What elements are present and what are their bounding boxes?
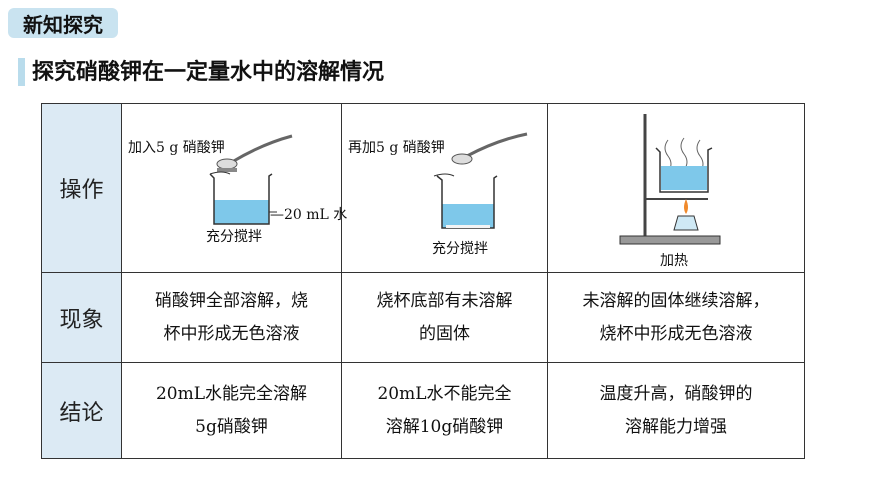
section-badge: 新知探究	[8, 8, 118, 38]
row-header-operation: 操作	[41, 103, 122, 273]
conclusion-text: 20mL水不能完全	[377, 383, 512, 404]
title-accent-bar	[18, 58, 25, 86]
operation-cell-1: 加入5 g 硝酸钾 —20 mL 水 充分搅拌	[121, 103, 347, 273]
operation-cell-2: 再加5 g 硝酸钾 充分搅拌	[341, 103, 548, 273]
stir-label-1: 充分搅拌	[206, 229, 262, 245]
experiment-table: 操作 加入5 g 硝酸钾 —20 mL 水 充分搅拌	[41, 103, 805, 459]
phenomenon-cell-3: 未溶解的固体继续溶解， 烧杯中形成无色溶液	[547, 272, 805, 363]
conclusion-cell-2: 20mL水不能完全 溶解10g硝酸钾	[341, 362, 548, 459]
conclusion-text: 溶解能力增强	[625, 416, 727, 437]
phenomenon-text: 杯中形成无色溶液	[163, 323, 300, 344]
row-header-phenomenon: 现象	[41, 272, 122, 363]
heating-apparatus-illustration	[619, 114, 721, 245]
conclusion-text: 5g硝酸钾	[195, 416, 268, 437]
row-conclusion: 结论 20mL水能完全溶解 5g硝酸钾 20mL水不能完全 溶解10g硝酸钾 温…	[41, 362, 805, 459]
phenomenon-text: 烧杯中形成无色溶液	[599, 323, 753, 344]
conclusion-text: 溶解10g硝酸钾	[385, 416, 504, 437]
add-potassium-nitrate-label: 加入5 g 硝酸钾	[128, 140, 225, 156]
stir-label-2: 充分搅拌	[432, 241, 488, 257]
operation-cell-3: 加热	[547, 103, 805, 273]
water-volume-label: —20 mL 水	[270, 207, 348, 223]
heat-label: 加热	[660, 253, 688, 269]
page-title: 探究硝酸钾在一定量水中的溶解情况	[32, 60, 385, 85]
row-header-conclusion: 结论	[41, 362, 122, 459]
row-phenomenon: 现象 硝酸钾全部溶解，烧 杯中形成无色溶液 烧杯底部有未溶解 的固体 未溶解的固…	[41, 272, 805, 363]
row-operation: 操作 加入5 g 硝酸钾 —20 mL 水 充分搅拌	[41, 103, 805, 273]
conclusion-text: 温度升高，硝酸钾的	[599, 383, 753, 404]
phenomenon-text: 烧杯底部有未溶解	[376, 290, 513, 311]
conclusion-cell-3: 温度升高，硝酸钾的 溶解能力增强	[547, 362, 805, 459]
add-more-potassium-nitrate-label: 再加5 g 硝酸钾	[348, 140, 445, 156]
phenomenon-text: 未溶解的固体继续溶解，	[582, 290, 770, 311]
conclusion-cell-1: 20mL水能完全溶解 5g硝酸钾	[121, 362, 342, 459]
beaker-spoon-illustration-2	[433, 132, 528, 229]
phenomenon-text: 的固体	[419, 323, 470, 344]
phenomenon-cell-2: 烧杯底部有未溶解 的固体	[341, 272, 548, 363]
phenomenon-text: 硝酸钾全部溶解，烧	[155, 290, 308, 311]
beaker-spoon-illustration-1	[209, 134, 293, 225]
conclusion-text: 20mL水能完全溶解	[155, 383, 308, 404]
phenomenon-cell-1: 硝酸钾全部溶解，烧 杯中形成无色溶液	[121, 272, 342, 363]
